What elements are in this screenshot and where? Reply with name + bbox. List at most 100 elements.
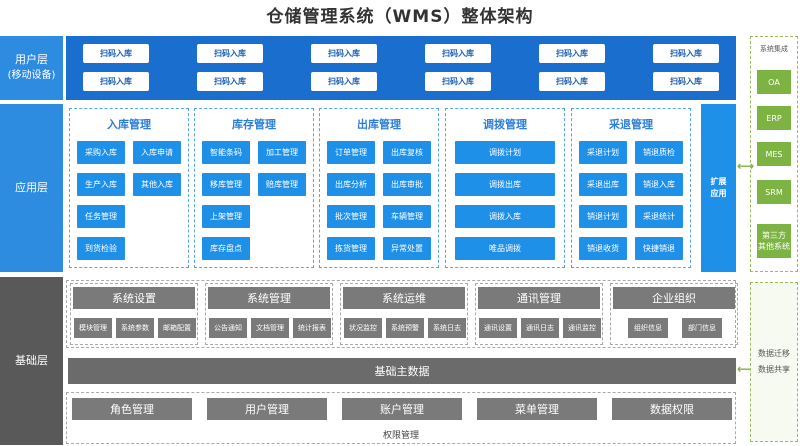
module-item-button[interactable]: 出库审批: [383, 173, 431, 196]
module-panel: [445, 108, 565, 268]
module-item-button[interactable]: 移库管理: [202, 173, 250, 196]
permission-item-button[interactable]: 用户管理: [207, 398, 327, 420]
module-item-button[interactable]: 订单管理: [327, 141, 375, 164]
module-item-button[interactable]: 销退入库: [635, 173, 683, 196]
module-item-button[interactable]: 入库申请: [133, 141, 181, 164]
user-layer-label: 用户层 (移动设备): [0, 36, 63, 100]
base-item-button[interactable]: 系统日志: [428, 318, 466, 338]
scan-inbound-button[interactable]: 扫码入库: [425, 44, 491, 63]
base-item-button[interactable]: 通讯监控: [563, 318, 601, 338]
base-item-button[interactable]: 文档管理: [251, 318, 289, 338]
module-item-button[interactable]: 快捷销退: [635, 237, 683, 260]
base-item-button[interactable]: 状况监控: [344, 318, 382, 338]
data-migration-label: 数据迁移: [758, 349, 790, 358]
base-item-button[interactable]: 系统预警: [386, 318, 424, 338]
base-item-button[interactable]: 部门信息: [682, 318, 722, 338]
permission-item-button[interactable]: 角色管理: [72, 398, 192, 420]
base-panels-frame: [66, 280, 736, 348]
extension-app-box[interactable]: 扩展 应用: [701, 104, 736, 272]
permission-item-button[interactable]: 菜单管理: [477, 398, 597, 420]
base-item-button[interactable]: 系统参数: [116, 318, 154, 338]
scan-inbound-button[interactable]: 扫码入库: [197, 44, 263, 63]
base-panel-title: 系统管理: [208, 287, 330, 309]
module-item-button[interactable]: 车辆管理: [383, 205, 431, 228]
base-item-button[interactable]: 模块管理: [74, 318, 112, 338]
base-panel: [610, 283, 738, 345]
module-panel: [194, 108, 314, 268]
base-item-button[interactable]: 公告通知: [209, 318, 247, 338]
module-item-button[interactable]: 采购入库: [77, 141, 125, 164]
module-item-button[interactable]: 到货检验: [77, 237, 125, 260]
module-title: 入库管理: [107, 118, 151, 131]
permission-item-button[interactable]: 账户管理: [342, 398, 462, 420]
integration-arrow-icon: ⟷: [737, 159, 755, 173]
base-panel-title: 企业组织: [613, 287, 735, 309]
base-layer-title: 基础层: [15, 354, 48, 367]
app-layer-label: 应用层: [0, 104, 63, 272]
scan-inbound-button[interactable]: 扫码入库: [653, 44, 719, 63]
integration-system-button[interactable]: OA: [757, 70, 791, 94]
base-panel: [475, 283, 603, 345]
base-item-button[interactable]: 通讯日志: [521, 318, 559, 338]
module-item-button[interactable]: 批次管理: [327, 205, 375, 228]
module-item-button[interactable]: 销退计划: [579, 205, 627, 228]
base-item-button[interactable]: 邮箱配置: [158, 318, 196, 338]
module-item-button[interactable]: 赔库管理: [258, 173, 306, 196]
scan-inbound-button[interactable]: 扫码入库: [539, 72, 605, 91]
base-panel-title: 通讯管理: [478, 287, 600, 309]
module-item-button[interactable]: 智能条码: [202, 141, 250, 164]
scan-inbound-button[interactable]: 扫码入库: [311, 72, 377, 91]
permission-item-button[interactable]: 数据权限: [612, 398, 732, 420]
module-item-button[interactable]: 拣货管理: [327, 237, 375, 260]
base-panel: [340, 283, 468, 345]
integration-system-button[interactable]: 第三方 其他系统: [757, 224, 791, 258]
app-layer-title: 应用层: [15, 181, 48, 194]
module-item-button[interactable]: 调拨出库: [455, 173, 555, 196]
ext-app-line-2: 应用: [710, 189, 727, 198]
module-panel: [69, 108, 189, 268]
module-item-button[interactable]: 销退收货: [579, 237, 627, 260]
module-item-button[interactable]: 异常处置: [383, 237, 431, 260]
integration-system-button[interactable]: MES: [757, 142, 791, 166]
integration-system-button[interactable]: ERP: [757, 106, 791, 130]
module-item-button[interactable]: 加工管理: [258, 141, 306, 164]
base-item-button[interactable]: 统计报表: [293, 318, 331, 338]
integration-system-button[interactable]: SRM: [757, 180, 791, 204]
module-item-button[interactable]: 出库复核: [383, 141, 431, 164]
module-item-button[interactable]: 唯品调拨: [455, 237, 555, 260]
base-item-button[interactable]: 通讯设置: [479, 318, 517, 338]
module-item-button[interactable]: 任务管理: [77, 205, 125, 228]
module-title: 采退管理: [609, 118, 653, 131]
module-item-button[interactable]: 库存盘点: [202, 237, 250, 260]
module-item-button[interactable]: 采退计划: [579, 141, 627, 164]
module-title: 库存管理: [232, 118, 276, 131]
module-item-button[interactable]: 生产入库: [77, 173, 125, 196]
base-panel: [70, 283, 198, 345]
master-data-band: 基础主数据: [68, 358, 736, 384]
base-item-button[interactable]: 组织信息: [628, 318, 668, 338]
module-panel: [571, 108, 691, 268]
scan-inbound-button[interactable]: 扫码入库: [197, 72, 263, 91]
module-item-button[interactable]: 出库分析: [327, 173, 375, 196]
scan-inbound-button[interactable]: 扫码入库: [539, 44, 605, 63]
module-item-button[interactable]: 采退统计: [635, 205, 683, 228]
module-item-button[interactable]: 其他入库: [133, 173, 181, 196]
system-integration-panel: [750, 36, 798, 272]
data-sharing-label: 数据共享: [758, 365, 790, 374]
base-panel: [205, 283, 333, 345]
data-migration-panel: 数据迁移 数据共享: [750, 282, 798, 442]
permission-frame: [66, 392, 736, 444]
scan-inbound-button[interactable]: 扫码入库: [83, 44, 149, 63]
scan-inbound-button[interactable]: 扫码入库: [425, 72, 491, 91]
module-item-button[interactable]: 调拨计划: [455, 141, 555, 164]
system-integration-heading: 系统集成: [760, 45, 788, 53]
scan-inbound-button[interactable]: 扫码入库: [83, 72, 149, 91]
module-title: 调拨管理: [483, 118, 527, 131]
module-item-button[interactable]: 调拨入库: [455, 205, 555, 228]
module-item-button[interactable]: 采退出库: [579, 173, 627, 196]
module-title: 出库管理: [357, 118, 401, 131]
scan-inbound-button[interactable]: 扫码入库: [311, 44, 377, 63]
module-item-button[interactable]: 销退质检: [635, 141, 683, 164]
module-item-button[interactable]: 上架管理: [202, 205, 250, 228]
scan-inbound-button[interactable]: 扫码入库: [653, 72, 719, 91]
